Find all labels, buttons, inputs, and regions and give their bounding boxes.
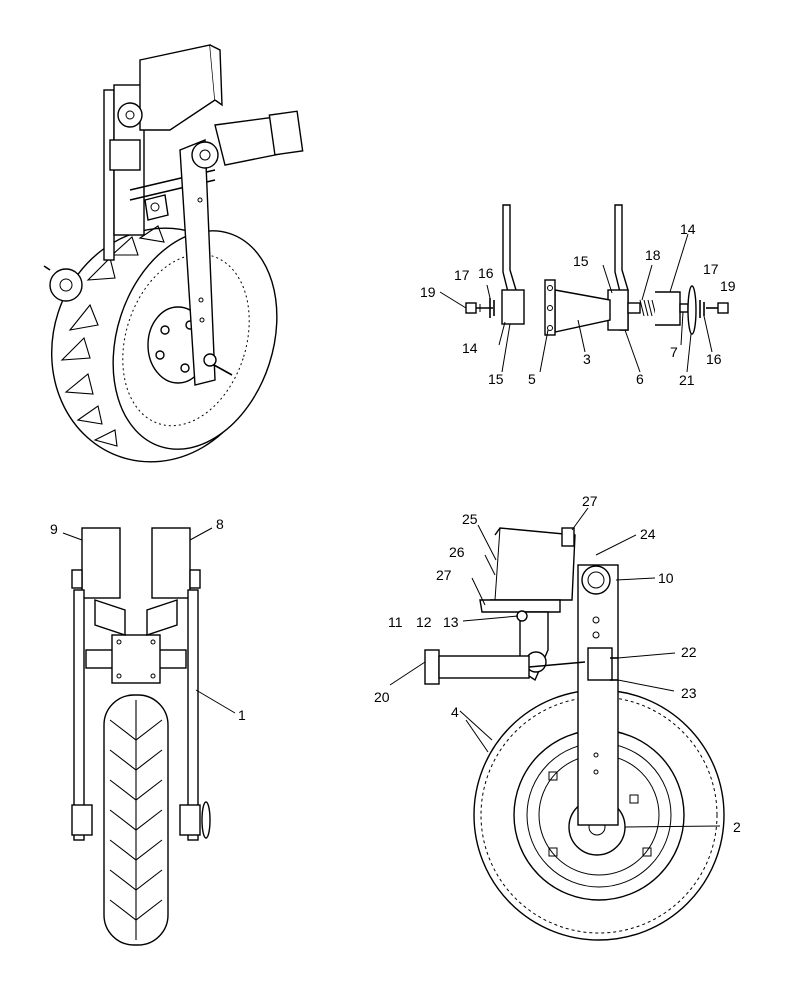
side-view [424, 527, 725, 941]
callout-14b: 14 [680, 221, 696, 237]
callout-22: 22 [681, 644, 697, 660]
callout-1: 1 [238, 707, 246, 723]
exploded-hub-view [465, 204, 729, 336]
callout-20: 20 [374, 689, 390, 705]
callout-13: 13 [443, 614, 459, 630]
callout-18: 18 [645, 247, 661, 263]
callout-23: 23 [681, 685, 697, 701]
callout-11: 11 [388, 614, 403, 630]
callout-7: 7 [670, 344, 678, 360]
callout-numbers: 1 2 3 4 5 6 7 8 9 10 11 12 13 14 14 15 1… [50, 221, 741, 835]
callout-3: 3 [583, 351, 591, 367]
callout-8: 8 [216, 516, 224, 532]
callout-10: 10 [658, 570, 674, 586]
callout-24: 24 [640, 526, 656, 542]
callout-15a: 15 [573, 253, 589, 269]
callout-16b: 16 [706, 351, 722, 367]
callout-19b: 19 [720, 278, 736, 294]
callout-15b: 15 [488, 371, 504, 387]
callout-17a: 17 [454, 267, 470, 283]
callout-21: 21 [679, 372, 695, 388]
callout-27b: 27 [436, 567, 452, 583]
callout-17b: 17 [703, 261, 719, 277]
callout-6: 6 [636, 371, 644, 387]
callout-25: 25 [462, 511, 478, 527]
callout-16a: 16 [478, 265, 494, 281]
front-view [71, 527, 211, 946]
callout-26: 26 [449, 544, 465, 560]
callout-5: 5 [528, 371, 536, 387]
callout-4: 4 [451, 704, 459, 720]
isometric-assembly-view [43, 44, 304, 463]
callout-12: 12 [416, 614, 432, 630]
callout-2: 2 [733, 819, 741, 835]
leader-lines [62, 233, 721, 828]
callout-19a: 19 [420, 284, 436, 300]
callout-27a: 27 [582, 493, 598, 509]
callout-14a: 14 [462, 340, 478, 356]
callout-9: 9 [50, 521, 58, 537]
